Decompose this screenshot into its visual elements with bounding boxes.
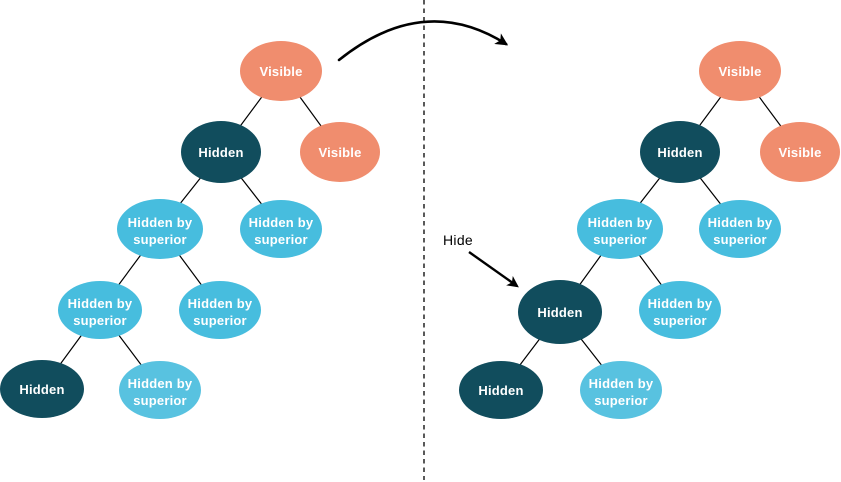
node-ellipse [240,200,322,258]
node-label: Hidden [19,382,64,397]
node-ellipse [58,281,142,339]
node-ellipse [518,280,602,344]
node-ellipse [639,281,721,339]
tree-node-hidden: Hidden [0,360,84,418]
node-ellipse [699,41,781,101]
tree-node-hidden: Hidden [459,361,543,419]
tree-node-hidden: Hidden [181,121,261,183]
node-label: Visible [318,145,361,160]
hide-annotation-label: Hide [443,232,473,248]
node-ellipse [580,361,662,419]
node-ellipse [181,121,261,183]
node-label: Visible [718,64,761,79]
tree-node-visible: Visible [760,122,840,182]
tree-node-hidden: Hidden [518,280,602,344]
node-ellipse [640,121,720,183]
node-label: Hidden [198,145,243,160]
node-ellipse [760,122,840,182]
node-ellipse [577,199,663,259]
transition-arrow-icon [337,20,509,62]
tree-node-visible: Visible [240,41,322,101]
tree-node-visible: Visible [699,41,781,101]
tree-node-visible: Visible [300,122,380,182]
node-label: Hidden [478,383,523,398]
node-label: Hidden [657,145,702,160]
node-ellipse [179,281,261,339]
hide-annotation-arrow-icon [468,251,519,288]
node-ellipse [119,361,201,419]
node-ellipse [459,361,543,419]
node-ellipse [699,200,781,258]
node-ellipse [240,41,322,101]
node-label: Visible [259,64,302,79]
node-ellipse [300,122,380,182]
node-label: Hidden [537,305,582,320]
tree-node-hidden: Hidden [640,121,720,183]
node-label: Visible [778,145,821,160]
node-ellipse [117,199,203,259]
node-ellipse [0,360,84,418]
